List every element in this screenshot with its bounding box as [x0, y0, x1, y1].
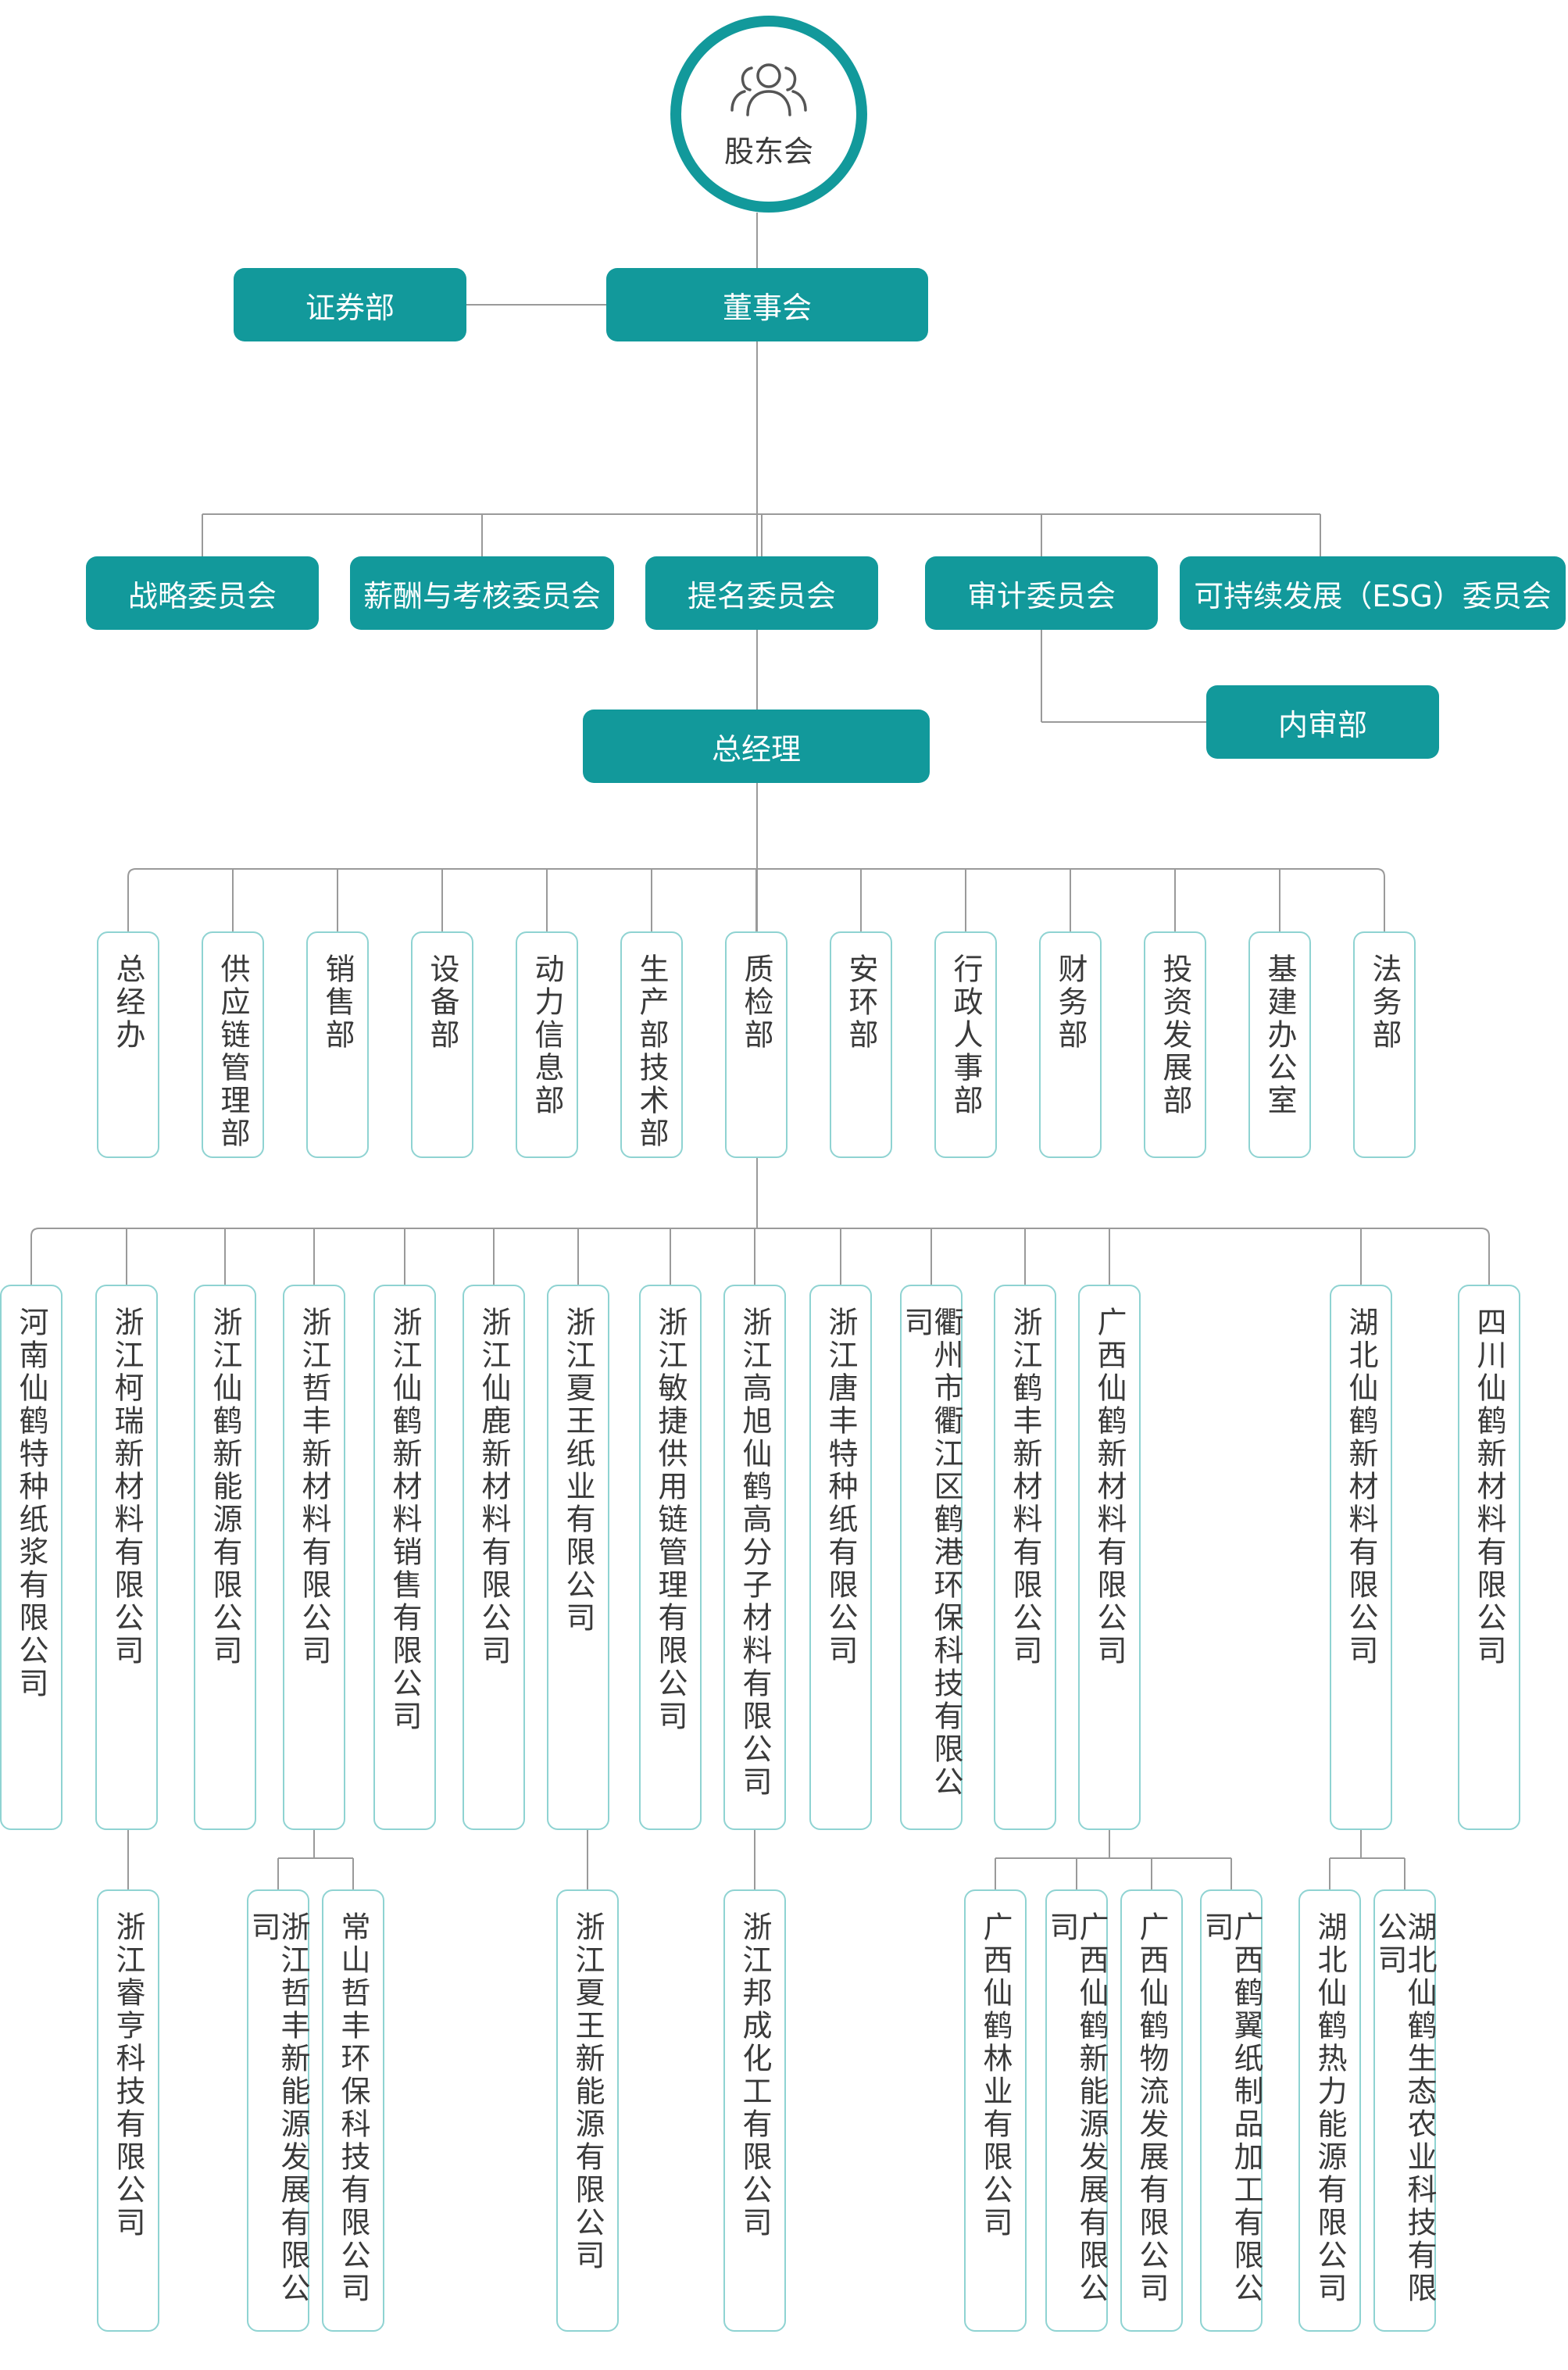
- department-box-8: 行政人事部: [934, 931, 997, 1158]
- sub-subsidiary-box-3: 浙江夏王新能源有限公司: [556, 1889, 619, 2332]
- sub-subsidiary-box-2: 常山哲丰环保科技有限公司: [322, 1889, 384, 2332]
- department-box-label: 总经办: [111, 953, 145, 1052]
- sub-subsidiary-box-6: 广西仙鹤新能源发展有限公司: [1045, 1889, 1109, 2332]
- subsidiary-box-label: 浙江哲丰新材料有限公司: [297, 1307, 331, 1668]
- subsidiary-box-label: 湖北仙鹤新材料有限公司: [1344, 1307, 1378, 1668]
- department-box-label: 生产部技术部: [634, 953, 669, 1150]
- sub-subsidiary-box-5: 广西仙鹤林业有限公司: [964, 1889, 1027, 2332]
- sub-subsidiary-label: 浙江夏王新能源有限公司: [570, 1911, 605, 2272]
- subsidiary-box-11: 浙江鹤丰新材料有限公司: [994, 1285, 1056, 1830]
- subsidiary-box-label: 四川仙鹤新材料有限公司: [1472, 1307, 1506, 1668]
- sub-subsidiary-label: 湖北仙鹤生态农业科技有限公司: [1373, 1911, 1437, 2305]
- internal-audit-node: 内审部: [1206, 685, 1439, 759]
- committee-audit: 审计委员会: [925, 556, 1158, 630]
- sub-subsidiary-label: 广西仙鹤新能源发展有限公司: [1045, 1911, 1109, 2305]
- subsidiary-box-9: 浙江唐丰特种纸有限公司: [809, 1285, 872, 1830]
- department-box-label: 投资发展部: [1158, 953, 1192, 1117]
- subsidiary-box-label: 浙江仙鹿新材料有限公司: [477, 1307, 511, 1668]
- subsidiary-box-6: 浙江夏王纸业有限公司: [547, 1285, 609, 1830]
- department-box-label: 基建办公室: [1263, 953, 1297, 1117]
- subsidiary-box-label: 河南仙鹤特种纸浆有限公司: [14, 1307, 48, 1700]
- subsidiary-box-14: 四川仙鹤新材料有限公司: [1458, 1285, 1520, 1830]
- subsidiary-box-label: 浙江唐丰特种纸有限公司: [823, 1307, 858, 1668]
- subsidiary-box-label: 浙江高旭仙鹤高分子材料有限公司: [738, 1307, 772, 1799]
- subsidiary-box-3: 浙江哲丰新材料有限公司: [283, 1285, 345, 1830]
- sub-subsidiary-label: 浙江睿亨科技有限公司: [111, 1911, 145, 2240]
- subsidiary-box-label: 浙江鹤丰新材料有限公司: [1008, 1307, 1042, 1668]
- department-box-11: 基建办公室: [1248, 931, 1311, 1158]
- sub-subsidiary-label: 常山哲丰环保科技有限公司: [336, 1911, 370, 2305]
- committee-compensation: 薪酬与考核委员会: [350, 556, 614, 630]
- sub-subsidiary-box-0: 浙江睿亨科技有限公司: [97, 1889, 159, 2332]
- department-box-label: 供应链管理部: [216, 953, 250, 1150]
- subsidiary-box-label: 广西仙鹤新材料有限公司: [1092, 1307, 1127, 1668]
- sub-subsidiary-box-8: 广西鹤翼纸制品加工有限公司: [1199, 1889, 1263, 2332]
- committee-strategy: 战略委员会: [86, 556, 319, 630]
- department-box-label: 行政人事部: [948, 953, 983, 1117]
- department-box-label: 动力信息部: [530, 953, 564, 1117]
- department-box-9: 财务部: [1039, 931, 1102, 1158]
- connector-line: [30, 1228, 1490, 1285]
- subsidiary-box-label: 浙江仙鹤新材料销售有限公司: [388, 1307, 422, 1733]
- sub-subsidiary-label: 广西仙鹤物流发展有限公司: [1134, 1911, 1169, 2305]
- sub-subsidiary-box-4: 浙江邦成化工有限公司: [723, 1889, 786, 2332]
- subsidiary-box-1: 浙江柯瑞新材料有限公司: [95, 1285, 158, 1830]
- shareholders-node: 股东会: [670, 16, 867, 213]
- committee-nomination: 提名委员会: [645, 556, 878, 630]
- department-box-0: 总经办: [97, 931, 159, 1158]
- sub-subsidiary-box-7: 广西仙鹤物流发展有限公司: [1120, 1889, 1183, 2332]
- sub-subsidiary-box-10: 湖北仙鹤生态农业科技有限公司: [1373, 1889, 1437, 2332]
- department-box-1: 供应链管理部: [202, 931, 264, 1158]
- people-icon: [730, 63, 807, 116]
- subsidiary-box-2: 浙江仙鹤新能源有限公司: [194, 1285, 256, 1830]
- department-box-label: 质检部: [739, 953, 773, 1052]
- subsidiary-box-label: 浙江夏王纸业有限公司: [561, 1307, 595, 1635]
- department-box-2: 销售部: [306, 931, 369, 1158]
- sub-subsidiary-box-9: 湖北仙鹤热力能源有限公司: [1298, 1889, 1361, 2332]
- department-box-6: 质检部: [725, 931, 788, 1158]
- sub-subsidiary-label: 浙江哲丰新能源发展有限公司: [246, 1911, 310, 2305]
- sub-subsidiary-label: 广西鹤翼纸制品加工有限公司: [1199, 1911, 1263, 2305]
- general-manager-node: 总经理: [583, 710, 930, 783]
- board-node: 董事会: [606, 268, 928, 341]
- sub-subsidiary-box-1: 浙江哲丰新能源发展有限公司: [246, 1889, 310, 2332]
- department-box-10: 投资发展部: [1144, 931, 1206, 1158]
- subsidiary-box-label: 浙江仙鹤新能源有限公司: [208, 1307, 242, 1668]
- committee-esg: 可持续发展（ESG）委员会: [1180, 556, 1566, 630]
- subsidiary-box-label: 浙江柯瑞新材料有限公司: [109, 1307, 144, 1668]
- shareholders-label: 股东会: [723, 134, 813, 169]
- subsidiary-box-12: 广西仙鹤新材料有限公司: [1078, 1285, 1141, 1830]
- department-box-4: 动力信息部: [516, 931, 578, 1158]
- subsidiary-box-7: 浙江敏捷供用链管理有限公司: [639, 1285, 702, 1830]
- department-box-3: 设备部: [411, 931, 473, 1158]
- department-box-label: 安环部: [844, 953, 878, 1052]
- sub-subsidiary-label: 广西仙鹤林业有限公司: [978, 1911, 1013, 2240]
- department-box-7: 安环部: [830, 931, 892, 1158]
- securities-dept-node: 证券部: [234, 268, 466, 341]
- subsidiary-box-4: 浙江仙鹤新材料销售有限公司: [373, 1285, 436, 1830]
- subsidiary-box-0: 河南仙鹤特种纸浆有限公司: [0, 1285, 63, 1830]
- sub-subsidiary-label: 浙江邦成化工有限公司: [738, 1911, 772, 2240]
- department-box-label: 设备部: [425, 953, 459, 1052]
- subsidiary-box-10: 衢州市衢江区鹤港环保科技有限公司: [899, 1285, 963, 1830]
- sub-subsidiary-label: 湖北仙鹤热力能源有限公司: [1313, 1911, 1347, 2305]
- department-box-label: 法务部: [1367, 953, 1402, 1052]
- subsidiary-box-8: 浙江高旭仙鹤高分子材料有限公司: [723, 1285, 786, 1830]
- department-box-5: 生产部技术部: [620, 931, 683, 1158]
- subsidiary-box-5: 浙江仙鹿新材料有限公司: [463, 1285, 525, 1830]
- subsidiary-box-label: 衢州市衢江区鹤港环保科技有限公司: [899, 1307, 963, 1799]
- department-box-label: 销售部: [320, 953, 355, 1052]
- subsidiary-box-label: 浙江敏捷供用链管理有限公司: [653, 1307, 688, 1733]
- department-box-12: 法务部: [1353, 931, 1416, 1158]
- subsidiary-box-13: 湖北仙鹤新材料有限公司: [1330, 1285, 1392, 1830]
- department-box-label: 财务部: [1053, 953, 1088, 1052]
